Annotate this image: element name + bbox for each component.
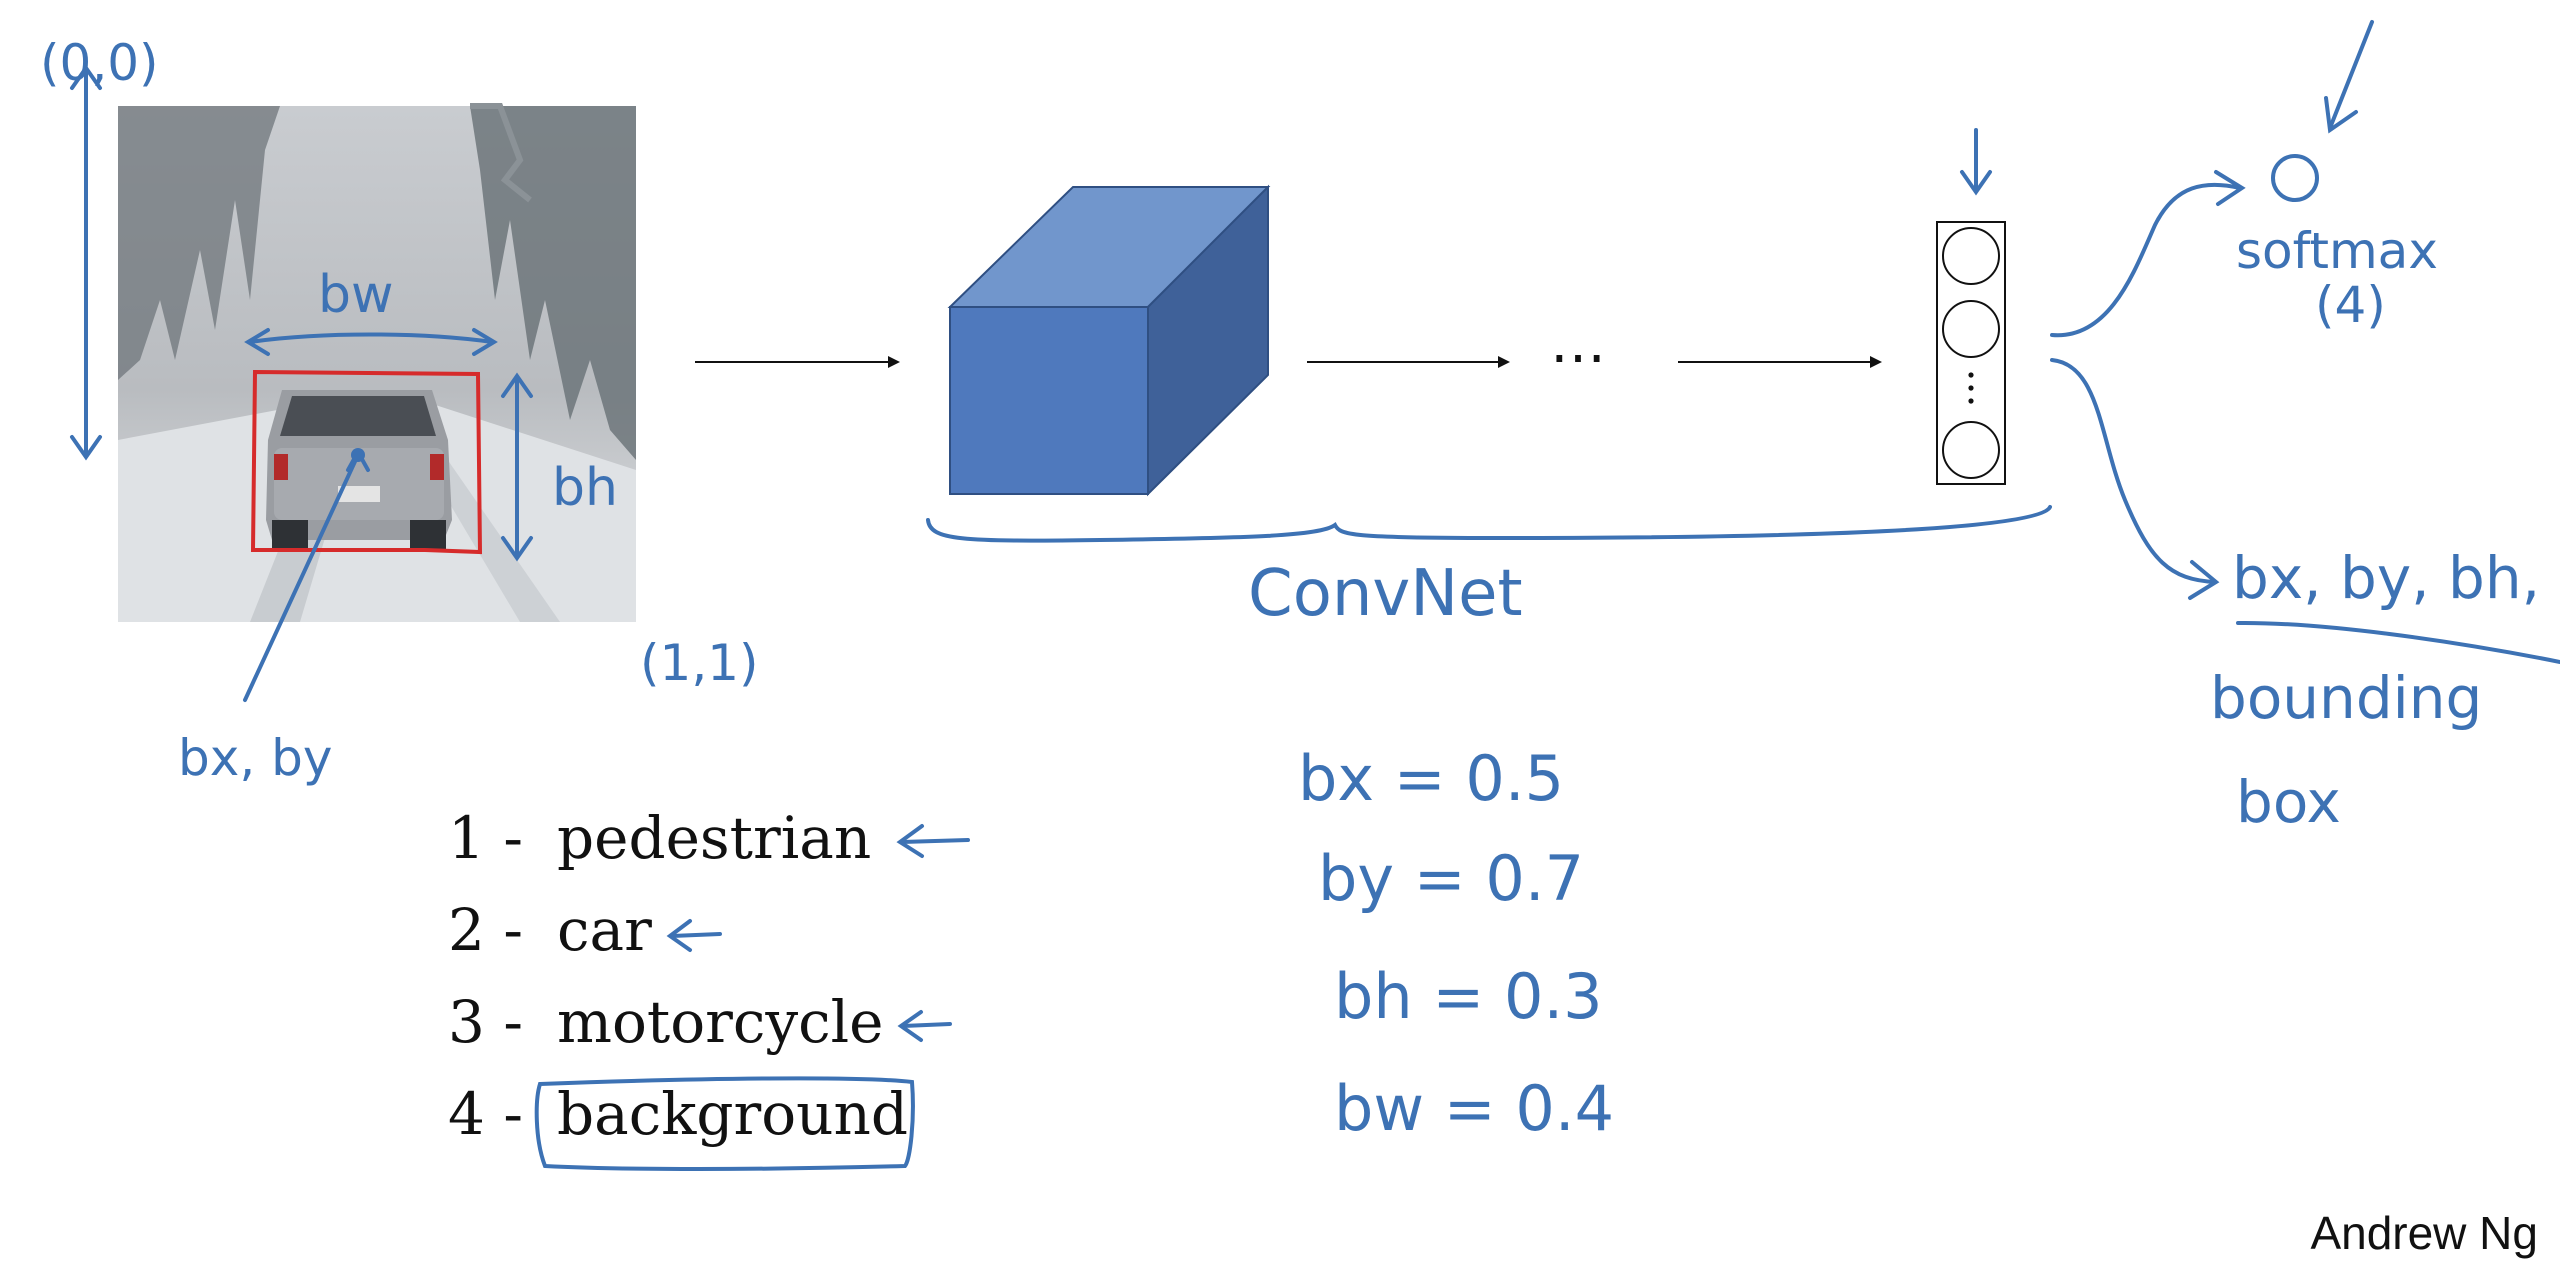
neuron-n (1942, 421, 2000, 479)
class-name-1: pedestrian (557, 804, 871, 872)
red-bounding-box (250, 369, 483, 555)
corner-label: (1,1) (640, 634, 759, 692)
softmax-label: softmax (2236, 222, 2438, 280)
convnet-brace (926, 505, 2052, 543)
class-num-4: 4 - (448, 1080, 523, 1148)
convnet-cube (947, 184, 1271, 497)
value-bh: bh = 0.3 (1334, 960, 1603, 1033)
neuron-1 (1942, 227, 2000, 285)
class-list: 1 - pedestrian 2 - car 3 - motorcycle 4 … (448, 804, 908, 1148)
center-point (351, 448, 365, 462)
origin-label: (0,0) (40, 34, 159, 92)
bounding-label: bounding (2210, 664, 2482, 732)
bh-label: bh (552, 458, 618, 518)
output-layer (1936, 221, 2006, 485)
bbox-params-label: bx, by, bh, bw (2232, 544, 2560, 612)
class-annotations (534, 824, 970, 1171)
center-label: bx, by (178, 729, 332, 787)
box-label: box (2236, 768, 2341, 836)
class-num-2: 2 - (448, 896, 523, 964)
value-bx: bx = 0.5 (1298, 742, 1564, 815)
value-by: by = 0.7 (1318, 842, 1584, 915)
image-annotations (70, 64, 533, 702)
bbox-values: bx = 0.5 by = 0.7 bh = 0.3 bw = 0.4 (1298, 742, 1614, 1145)
softmax-count: (4) (2315, 276, 2386, 334)
value-bw: bw = 0.4 (1334, 1072, 1614, 1145)
class-num-1: 1 - (448, 804, 523, 872)
output-annotations (1960, 20, 2560, 664)
car-shape (266, 390, 452, 550)
class-name-3: motorcycle (557, 988, 883, 1056)
class-name-2: car (557, 896, 652, 964)
bw-label: bw (318, 265, 394, 325)
neuron-2 (1942, 300, 2000, 358)
convnet-label: ConvNet (1248, 557, 1523, 631)
car-photo (118, 103, 636, 622)
class-name-4: background (557, 1080, 908, 1148)
softmax-unit (2271, 154, 2319, 202)
class-num-3: 3 - (448, 988, 523, 1056)
ellipsis: ⋯ (1550, 325, 1606, 390)
author-footer: Andrew Ng (2310, 1207, 2538, 1259)
